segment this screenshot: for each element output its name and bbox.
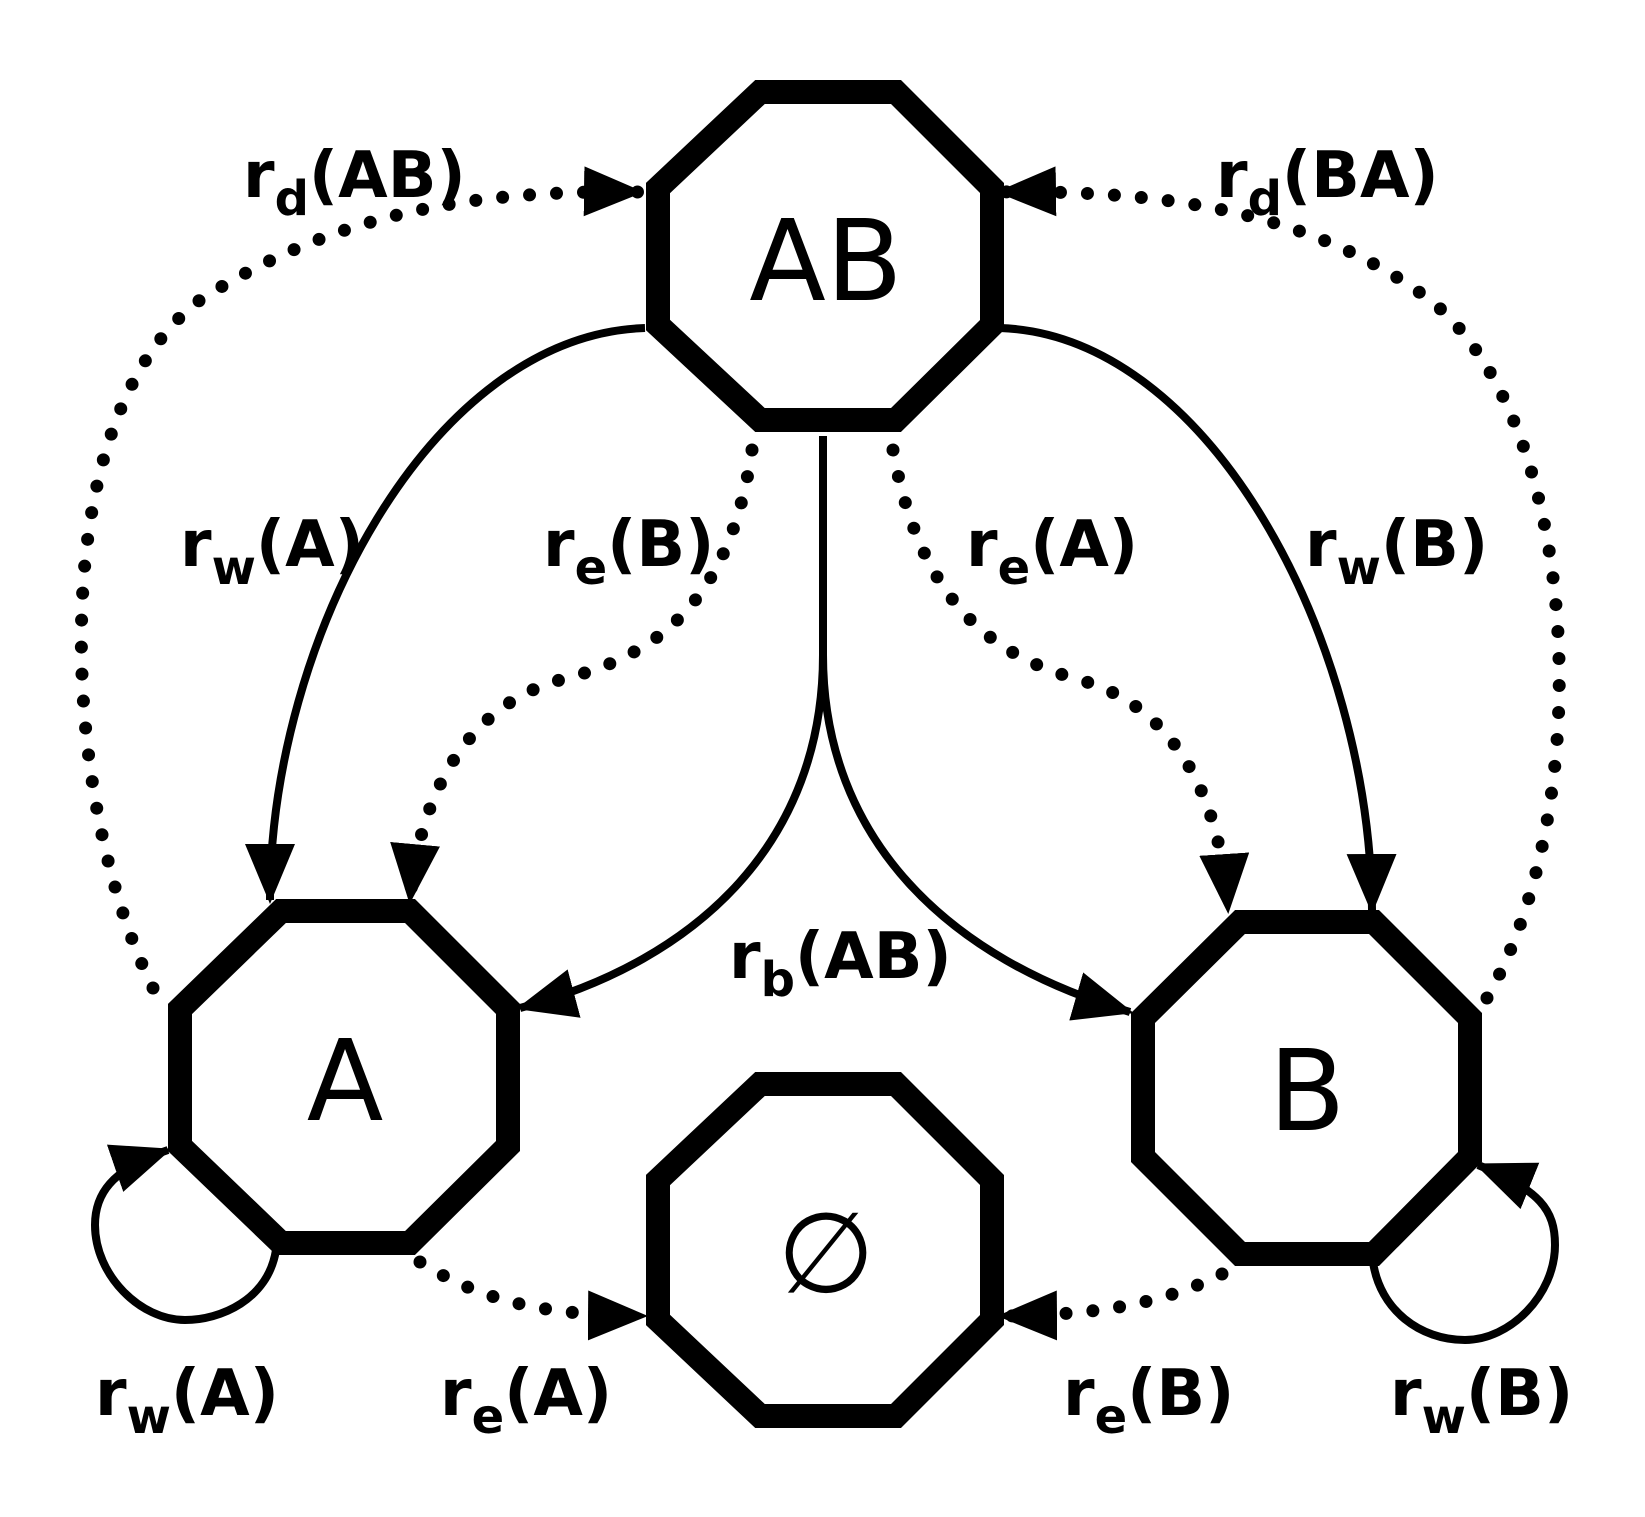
label-rw-a-top: rw(A) bbox=[180, 508, 364, 596]
label-arg: (BA) bbox=[1282, 139, 1439, 213]
label-r: r bbox=[1216, 139, 1248, 213]
edge-rb-to-b bbox=[819, 654, 1134, 1021]
label-sub: w bbox=[127, 1389, 171, 1445]
label-re-a-top: re(A) bbox=[966, 508, 1138, 596]
label-sub: w bbox=[212, 540, 256, 596]
node-empty-set-label: ∅ bbox=[777, 1189, 875, 1319]
node-a-label: A bbox=[307, 1017, 384, 1147]
label-arg: (A) bbox=[1030, 508, 1138, 582]
label-sub: e bbox=[1095, 1389, 1128, 1445]
label-arg: (B) bbox=[1127, 1357, 1234, 1431]
label-arg: (AB) bbox=[795, 920, 952, 994]
edge-re-b bbox=[390, 443, 759, 907]
label-r: r bbox=[180, 508, 212, 582]
label-re-b-top: re(B) bbox=[543, 508, 714, 596]
label-sub: d bbox=[275, 171, 309, 227]
node-a[interactable]: A bbox=[168, 899, 520, 1255]
node-ab-label: AB bbox=[749, 197, 902, 327]
label-rb-ab: rb(AB) bbox=[729, 920, 952, 1008]
label-rd-ba: rd(BA) bbox=[1216, 139, 1439, 227]
node-ab[interactable]: AB bbox=[646, 80, 1004, 432]
label-r: r bbox=[95, 1357, 127, 1431]
label-re-b-bot: re(B) bbox=[1063, 1357, 1234, 1445]
edge-rw-a bbox=[245, 324, 646, 904]
edge-rw-b bbox=[999, 324, 1397, 914]
label-r: r bbox=[966, 508, 998, 582]
edge-rd-ab bbox=[74, 166, 647, 995]
edge-rb-to-a bbox=[516, 654, 827, 1018]
label-r: r bbox=[243, 139, 275, 213]
edge-rw-a-loop bbox=[90, 1144, 280, 1325]
label-sub: b bbox=[761, 952, 795, 1008]
label-re-a-bot: re(A) bbox=[440, 1357, 612, 1445]
label-arg: (A) bbox=[504, 1357, 612, 1431]
label-arg: (B) bbox=[1381, 508, 1488, 582]
label-rd-ab: rd(AB) bbox=[243, 139, 466, 227]
edge-re-b-empty bbox=[994, 1267, 1229, 1341]
label-sub: w bbox=[1422, 1389, 1466, 1445]
label-r: r bbox=[1305, 508, 1337, 582]
label-r: r bbox=[1390, 1357, 1422, 1431]
node-b[interactable]: B bbox=[1131, 910, 1482, 1266]
label-sub: e bbox=[575, 540, 608, 596]
label-sub: w bbox=[1337, 540, 1381, 596]
edge-rd-ba bbox=[993, 166, 1566, 1005]
label-r: r bbox=[1063, 1357, 1095, 1431]
label-arg: (A) bbox=[171, 1357, 279, 1431]
label-rw-b-top: rw(B) bbox=[1305, 508, 1488, 596]
label-sub: e bbox=[998, 540, 1031, 596]
label-arg: (B) bbox=[607, 508, 714, 582]
label-rw-a-loop: rw(A) bbox=[95, 1357, 279, 1445]
label-arg: (AB) bbox=[309, 139, 466, 213]
edge-rw-b-loop bbox=[1369, 1161, 1560, 1345]
label-r: r bbox=[440, 1357, 472, 1431]
label-arg: (B) bbox=[1466, 1357, 1573, 1431]
node-b-label: B bbox=[1269, 1027, 1346, 1157]
label-sub: e bbox=[472, 1389, 505, 1445]
label-r: r bbox=[729, 920, 761, 994]
edge-re-a-empty bbox=[413, 1255, 651, 1341]
label-sub: d bbox=[1248, 171, 1282, 227]
label-arg: (A) bbox=[256, 508, 364, 582]
label-r: r bbox=[543, 508, 575, 582]
node-empty-set[interactable]: ∅ bbox=[646, 1072, 1004, 1428]
label-rw-b-loop: rw(B) bbox=[1390, 1357, 1573, 1445]
